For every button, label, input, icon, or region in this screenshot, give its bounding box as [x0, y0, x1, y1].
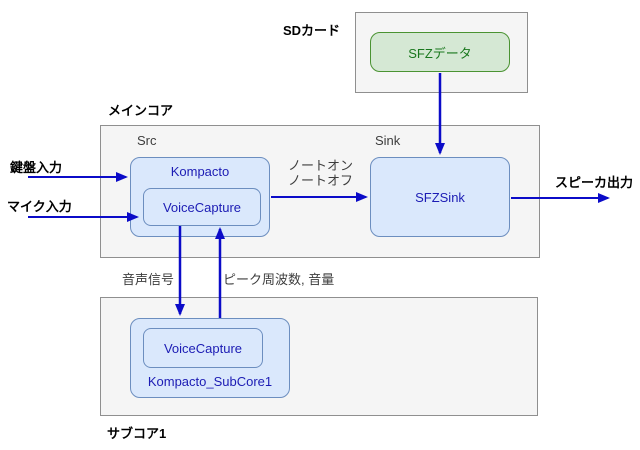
sd-card-label: SDカード [283, 23, 341, 38]
audio-signal-label: 音声信号 [122, 272, 175, 287]
sfz-data-node-label: SFZデータ [408, 45, 472, 61]
note-off-label: ノートオフ [288, 173, 354, 188]
keyboard-input-label: 鍵盤入力 [10, 160, 63, 175]
sfz-data-node: SFZデータ [370, 32, 510, 72]
voice-capture-sub-node-label: VoiceCapture [163, 340, 243, 356]
voice-capture-main-node-label: VoiceCapture [162, 199, 242, 215]
src-label: Src [137, 133, 157, 148]
peak-freq-volume-label: ピーク周波数, 音量 [223, 272, 335, 287]
speaker-output-label: スピーカ出力 [555, 175, 634, 190]
main-core-label: メインコア [108, 103, 174, 118]
mic-input-label: マイク入力 [7, 199, 72, 214]
voice-capture-main-node: VoiceCapture [143, 188, 261, 226]
sub-core-label: サブコア1 [107, 426, 167, 441]
kompacto-subcore-node: VoiceCapture Kompacto_SubCore1 [130, 318, 290, 398]
kompacto-node-label: Kompacto [170, 164, 230, 179]
sink-label: Sink [375, 133, 401, 148]
kompacto-subcore-node-label: Kompacto_SubCore1 [147, 374, 273, 389]
sfz-sink-node: SFZSink [370, 157, 510, 237]
note-on-label: ノートオン [288, 158, 354, 173]
voice-capture-sub-node: VoiceCapture [143, 328, 263, 368]
sfz-sink-node-label: SFZSink [415, 189, 465, 205]
note-on-off-label: ノートオン ノートオフ [288, 158, 353, 188]
kompacto-node: Kompacto VoiceCapture [130, 157, 270, 237]
